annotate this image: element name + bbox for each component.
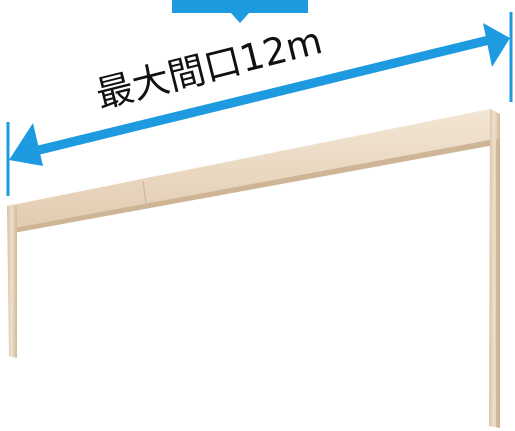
beam-seam xyxy=(142,180,147,204)
dimension-arrow xyxy=(6,12,513,196)
top-beam xyxy=(7,109,500,229)
frame xyxy=(7,109,500,428)
arrow-shaft xyxy=(36,36,488,155)
left-post xyxy=(7,206,17,358)
dimension-label: 最大間口12m xyxy=(92,19,327,117)
right-arrowhead xyxy=(483,23,510,67)
pointer-tab xyxy=(172,0,308,23)
top-beam-underside xyxy=(8,138,500,234)
right-post-shadow xyxy=(496,138,500,428)
left-arrowhead xyxy=(9,123,43,166)
